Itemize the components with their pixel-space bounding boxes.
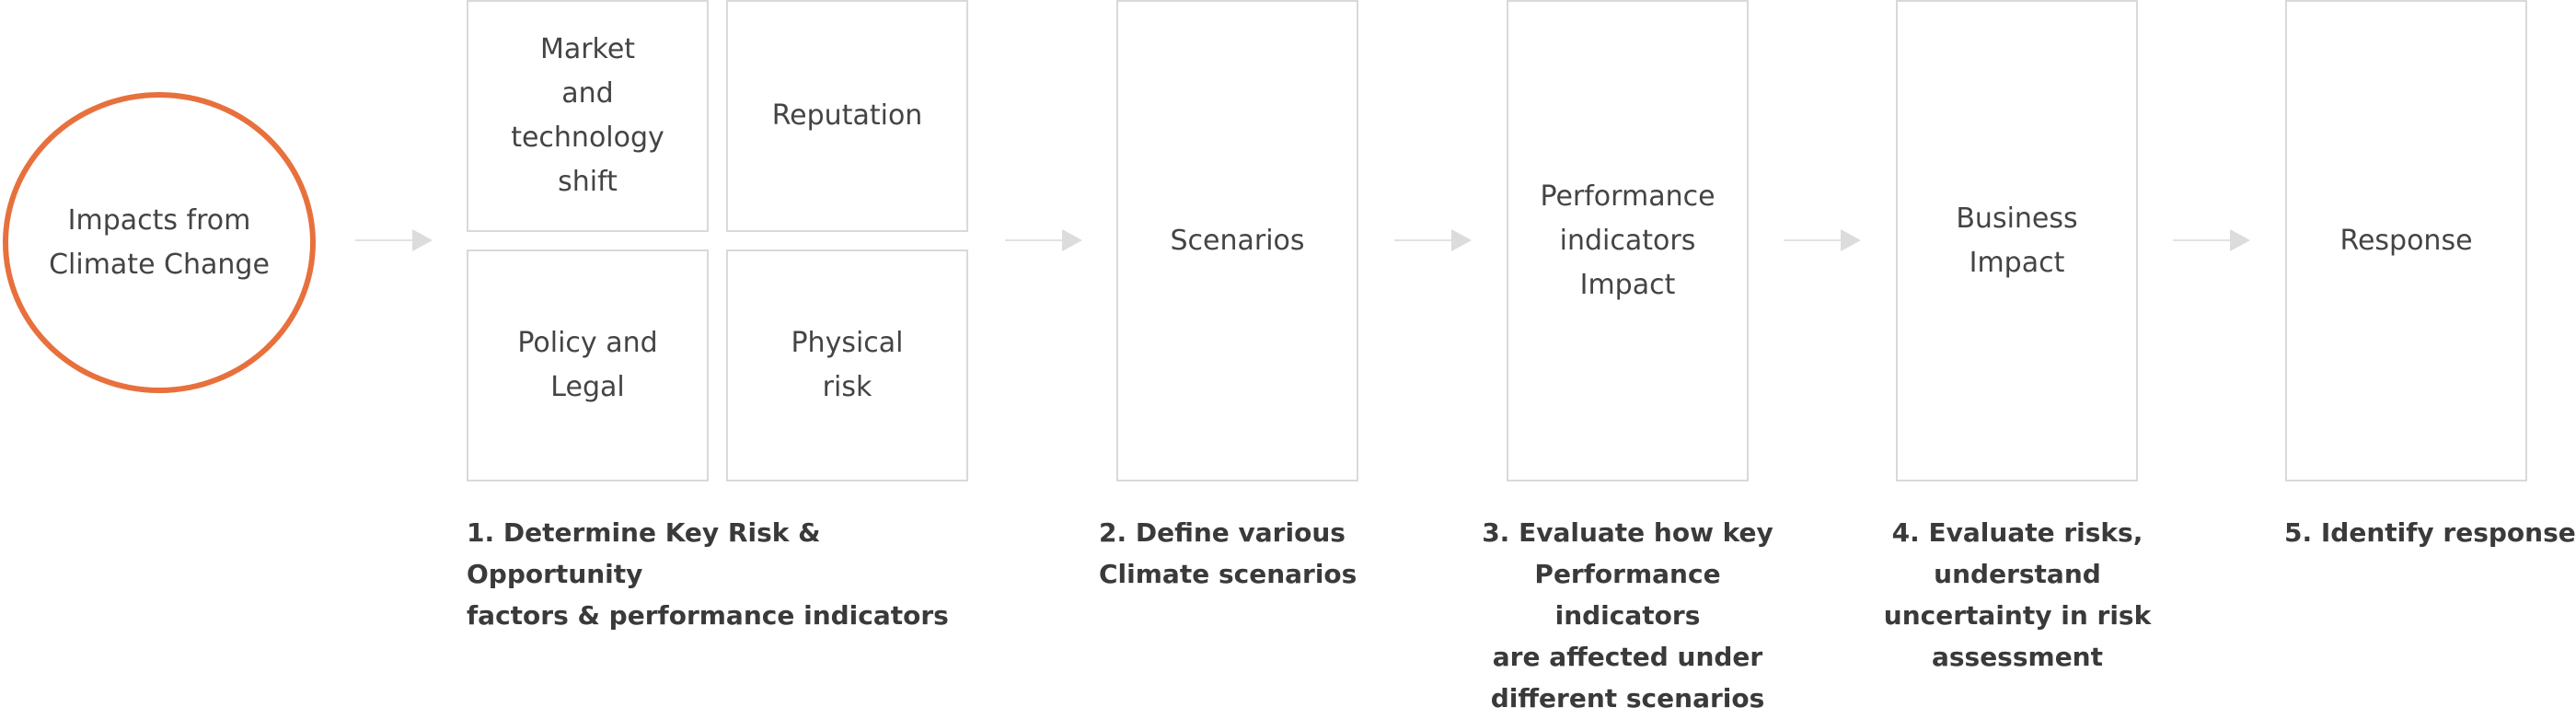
flow-arrow-4 — [1784, 229, 1861, 251]
step-scenarios-label: Scenarios — [1170, 224, 1305, 257]
flow-arrow-1 — [355, 229, 433, 251]
step-performance-indicators: Performance indicators Impact — [1507, 0, 1749, 481]
caption-step-2: 2. Define various Climate scenarios — [1099, 517, 1357, 589]
flow-arrow-2 — [1005, 229, 1082, 251]
factor-reputation: Reputation — [726, 0, 968, 232]
step-performance-label: Performance indicators Impact — [1540, 180, 1715, 301]
caption-step-1: 1. Determine Key Risk & Opportunity fact… — [467, 517, 949, 631]
climate-change-impacts-node: Impacts from Climate Change — [3, 92, 316, 393]
step-response-label: Response — [2339, 224, 2473, 257]
step-business-impact: Business Impact — [1896, 0, 2138, 481]
caption-step-3: 3. Evaluate how key Performance indicato… — [1482, 517, 1773, 713]
factor-policy-legal: Policy and Legal — [467, 249, 709, 481]
flow-arrow-3 — [1394, 229, 1472, 251]
climate-change-impacts-label: Impacts from Climate Change — [49, 203, 270, 281]
step-scenarios: Scenarios — [1116, 0, 1358, 481]
flow-arrow-5 — [2173, 229, 2250, 251]
factor-reputation-label: Reputation — [771, 99, 923, 132]
factor-physical-risk: Physical risk — [726, 249, 968, 481]
factor-physical-label: Physical risk — [791, 327, 904, 403]
step-response: Response — [2285, 0, 2527, 481]
caption-step-4: 4. Evaluate risks, understand uncertaint… — [1883, 517, 2152, 672]
factor-policy-label: Policy and Legal — [517, 327, 658, 403]
step-business-label: Business Impact — [1956, 202, 2078, 279]
caption-step-5: 5. Identify response — [2284, 517, 2576, 548]
factor-market-label: Market and technology shift — [511, 33, 664, 198]
factor-market-technology: Market and technology shift — [467, 0, 709, 232]
